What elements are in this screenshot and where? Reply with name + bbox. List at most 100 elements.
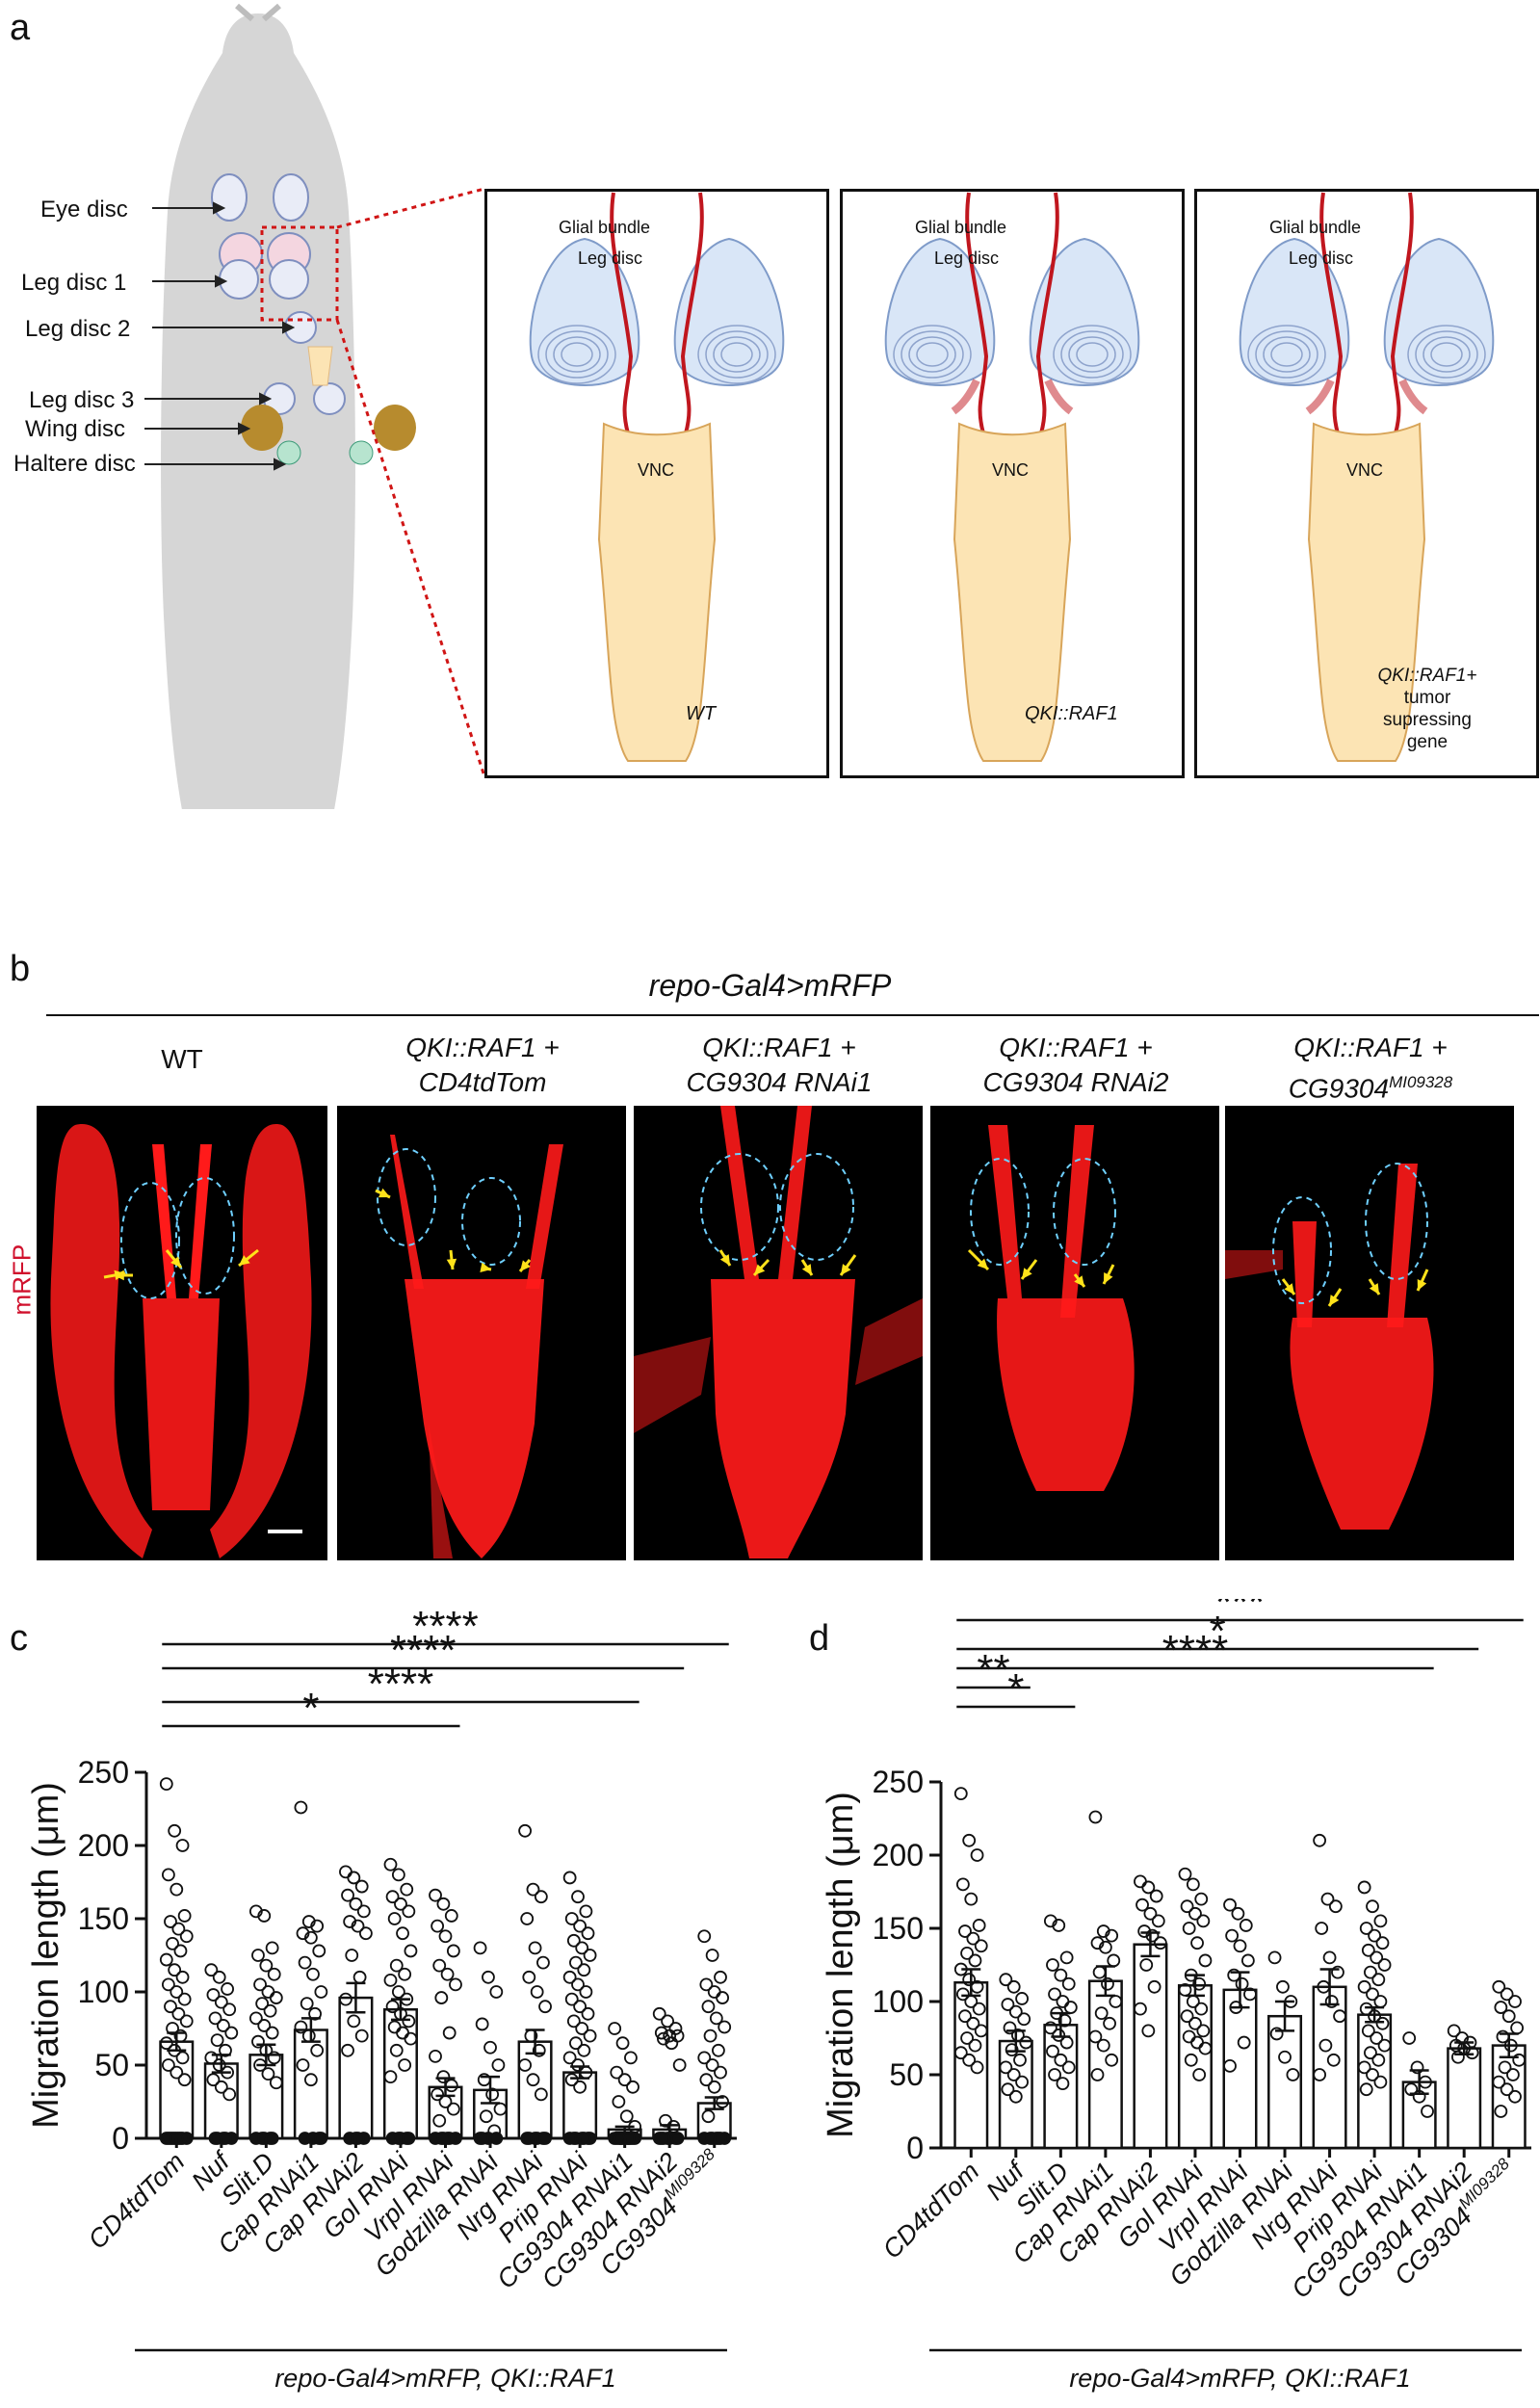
glial-bundle-label-3: Glial bundle bbox=[1269, 218, 1362, 237]
label-wing-disc: Wing disc bbox=[25, 416, 126, 442]
data-point bbox=[396, 1926, 409, 1941]
condition-tsg: QKI::RAF1+ tumor supressing gene bbox=[1360, 665, 1495, 753]
data-point bbox=[534, 2087, 548, 2102]
data-point bbox=[1196, 2024, 1211, 2038]
footer-genotype: repo-Gal4>mRFP, QKI::RAF1 bbox=[1069, 2364, 1410, 2393]
data-point bbox=[1178, 1867, 1192, 1881]
data-point bbox=[1410, 2060, 1424, 2075]
data-point bbox=[171, 2006, 186, 2021]
data-point bbox=[1240, 1953, 1255, 1968]
data-point bbox=[538, 2000, 552, 2014]
data-point bbox=[1331, 1965, 1344, 1979]
col-title-rnai1: QKI::RAF1 +CG9304 RNAi1 bbox=[634, 1031, 925, 1100]
data-point bbox=[489, 1985, 504, 1999]
bar bbox=[1222, 1988, 1258, 2150]
data-point bbox=[429, 2049, 442, 2063]
data-point bbox=[1501, 2009, 1516, 2024]
disc-fold bbox=[901, 330, 964, 379]
data-point bbox=[1366, 2068, 1379, 2081]
leg-disc-label-1: Leg disc bbox=[578, 249, 643, 268]
data-point bbox=[1057, 2013, 1072, 2028]
data-point bbox=[579, 1985, 593, 1999]
col-title-3-l2: CG9304 RNAi1 bbox=[686, 1067, 873, 1097]
bar bbox=[1133, 1943, 1168, 2150]
data-point bbox=[1135, 1898, 1149, 1912]
y-tick-label: 150 bbox=[78, 1901, 129, 1936]
data-point bbox=[1008, 2089, 1023, 2104]
data-point bbox=[436, 1897, 451, 1911]
data-point bbox=[953, 2046, 968, 2060]
data-point bbox=[1237, 2035, 1251, 2050]
bar bbox=[1087, 1979, 1123, 2150]
data-point bbox=[566, 2014, 581, 2028]
leg-disc-shape bbox=[673, 237, 785, 386]
disc-outline bbox=[120, 1182, 180, 1299]
arrow-head bbox=[1074, 1275, 1084, 1287]
data-point bbox=[709, 2011, 723, 2026]
data-point bbox=[206, 1988, 221, 2002]
mrfp-signal bbox=[855, 1298, 923, 1385]
data-point bbox=[1404, 2082, 1419, 2097]
glial-bundle bbox=[1035, 192, 1059, 434]
data-point bbox=[206, 2073, 221, 2087]
disc-fold bbox=[1076, 342, 1109, 367]
data-point bbox=[171, 1922, 186, 1936]
mrfp-signal bbox=[1060, 1125, 1094, 1318]
data-point bbox=[1322, 1950, 1337, 1965]
leg-disc-3-right bbox=[313, 382, 346, 415]
data-point bbox=[212, 1970, 226, 1984]
leg-disc-shape bbox=[1383, 237, 1495, 386]
data-point bbox=[562, 1970, 577, 1984]
data-point bbox=[1182, 1922, 1196, 1935]
data-point bbox=[571, 1890, 585, 1904]
data-point bbox=[1139, 1958, 1154, 1972]
data-point bbox=[179, 2014, 194, 2028]
data-point bbox=[1149, 1889, 1163, 1903]
data-point bbox=[1375, 2016, 1390, 2030]
data-point bbox=[1421, 2105, 1434, 2118]
disc-fold bbox=[908, 336, 956, 373]
data-point bbox=[432, 2113, 447, 2128]
data-point bbox=[1196, 1914, 1211, 1928]
disc-fold bbox=[1068, 336, 1116, 373]
arrow-head bbox=[520, 1260, 531, 1271]
y-tick-label: 0 bbox=[906, 2131, 924, 2165]
data-point bbox=[1105, 1928, 1119, 1943]
leg-disc-1-right bbox=[269, 259, 309, 300]
data-point bbox=[1180, 1899, 1194, 1914]
mrfp-signal bbox=[720, 1106, 759, 1279]
condition-tsg-line4: gene bbox=[1406, 732, 1449, 752]
data-point bbox=[312, 1944, 326, 1958]
data-point bbox=[1063, 2001, 1078, 2014]
data-point bbox=[1494, 2105, 1508, 2118]
data-point bbox=[389, 2043, 404, 2057]
bar bbox=[293, 2028, 328, 2140]
data-point bbox=[573, 1919, 587, 1933]
data-point bbox=[701, 2109, 716, 2124]
data-point bbox=[1184, 2053, 1198, 2067]
disc-outline bbox=[461, 1177, 521, 1266]
data-point bbox=[610, 2065, 624, 2080]
mrfp-signal bbox=[152, 1144, 212, 1298]
data-point bbox=[431, 1919, 445, 1933]
data-point bbox=[385, 2000, 400, 2014]
data-point bbox=[1278, 2050, 1292, 2064]
data-point bbox=[391, 1985, 405, 1999]
disc-fold bbox=[1270, 342, 1303, 367]
data-point bbox=[269, 1991, 283, 2004]
data-point bbox=[251, 2034, 265, 2049]
data-point bbox=[1231, 1906, 1245, 1921]
data-point bbox=[267, 1967, 281, 1981]
data-point bbox=[1492, 1979, 1506, 1994]
mrfp-signal bbox=[143, 1298, 220, 1510]
data-point bbox=[1092, 1965, 1107, 1979]
leg-disc-shape bbox=[1239, 237, 1350, 386]
data-point bbox=[577, 2043, 591, 2057]
mrfp-signal bbox=[526, 1144, 563, 1289]
data-point bbox=[1153, 1936, 1167, 1950]
data-point bbox=[303, 1930, 318, 1945]
data-point bbox=[175, 1970, 190, 1984]
y-tick-label: 200 bbox=[873, 1838, 924, 1872]
data-point bbox=[575, 2022, 589, 2035]
